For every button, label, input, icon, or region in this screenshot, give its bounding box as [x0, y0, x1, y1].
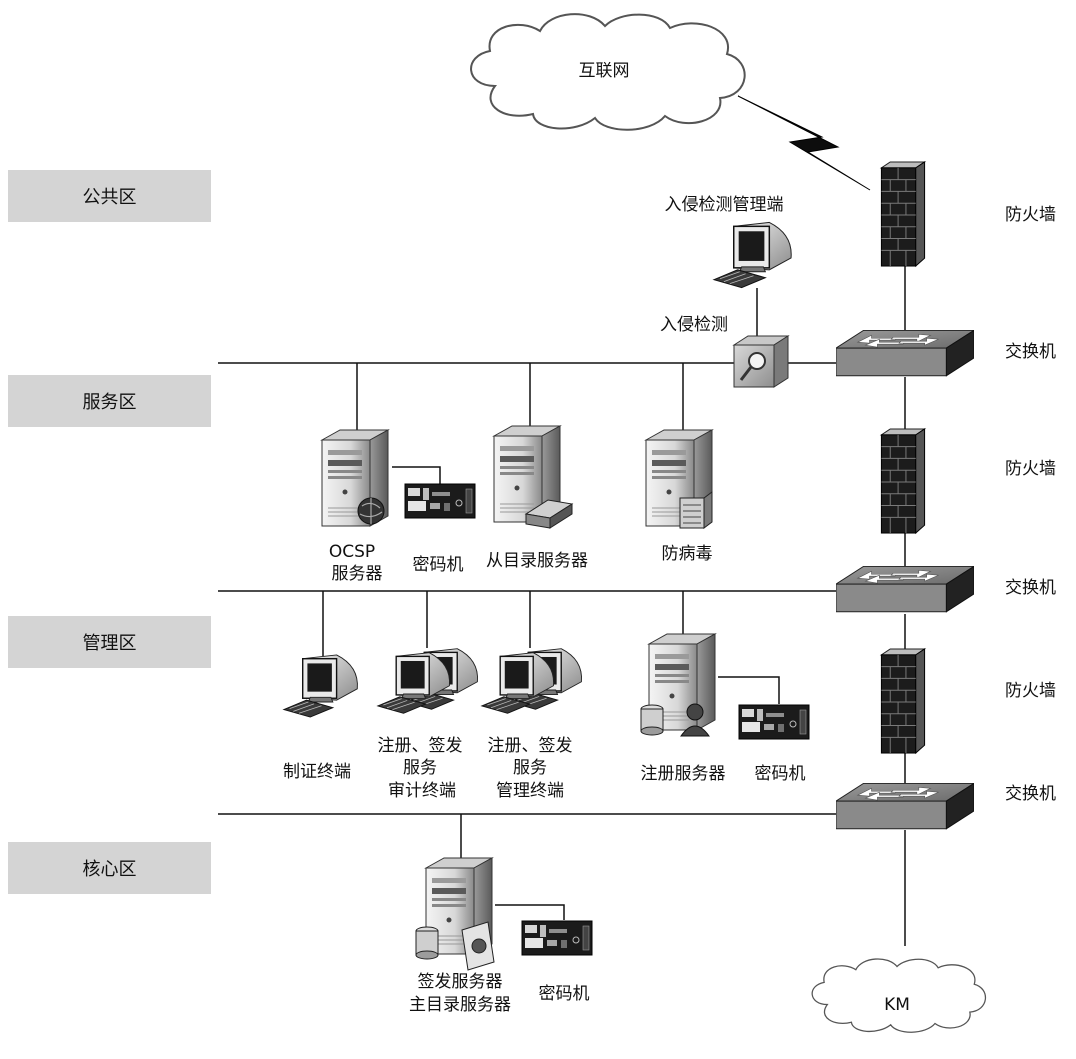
switch-label: 交换机	[1005, 784, 1056, 804]
ids-label: 入侵检测	[660, 315, 728, 335]
zone-public: 公共区	[8, 170, 211, 222]
ra-server-icon	[640, 633, 716, 737]
antivirus-label: 防病毒	[661, 544, 713, 564]
ra-audit-terminal-label: 注册、签发	[377, 736, 463, 756]
ra-admin-terminal-workstation-icon	[481, 647, 583, 715]
switch-icon	[836, 330, 974, 377]
ca-master-directory-server-icon	[415, 857, 495, 971]
ra-admin-terminal-label: 注册、签发	[487, 736, 573, 756]
km-label: KM	[884, 995, 910, 1015]
ra-admin-terminal-label: 管理终端	[496, 781, 564, 801]
cert-terminal-label: 制证终端	[283, 762, 351, 782]
firewall-label: 防火墙	[1005, 459, 1056, 479]
hsm-icon	[738, 704, 810, 740]
ra-admin-terminal-label: 服务	[513, 758, 547, 778]
firewall-icon	[880, 648, 926, 754]
switch-label: 交换机	[1005, 578, 1056, 598]
firewall-icon	[880, 161, 926, 267]
hsm-label: 密码机	[538, 984, 590, 1004]
firewall-label: 防火墙	[1005, 681, 1056, 701]
ids-console-label: 入侵检测管理端	[664, 195, 784, 215]
ra-audit-terminal-workstation-icon	[377, 647, 479, 715]
wan-link-lightning	[737, 95, 871, 191]
internet-label: 互联网	[578, 61, 630, 81]
switch-icon	[836, 566, 974, 613]
ocsp-server-icon	[321, 429, 389, 527]
slave-directory-server-icon	[493, 425, 574, 529]
ids-probe-icon	[732, 335, 790, 388]
zone-core: 核心区	[8, 842, 211, 894]
firewall-label: 防火墙	[1005, 205, 1056, 225]
ocsp-server-label: 服务器	[331, 564, 383, 584]
firewall-icon	[880, 428, 926, 534]
zone-service: 服务区	[8, 375, 211, 427]
ca-server-label: 签发服务器	[417, 972, 503, 992]
cert-terminal-workstation-icon	[283, 654, 359, 718]
switch-label: 交换机	[1005, 342, 1056, 362]
hsm-icon	[521, 920, 593, 956]
switch-icon	[836, 783, 974, 830]
zone-management: 管理区	[8, 616, 211, 668]
antivirus-server-icon	[645, 429, 713, 529]
ra-audit-terminal-label: 审计终端	[388, 781, 456, 801]
ra-audit-terminal-label: 服务	[403, 758, 437, 778]
master-directory-label: 主目录服务器	[409, 995, 511, 1015]
ra-server-label: 注册服务器	[640, 764, 726, 784]
network-links	[218, 264, 906, 946]
slave-directory-label: 从目录服务器	[486, 551, 588, 571]
ids-console-workstation-icon	[713, 221, 792, 289]
ocsp-server-label: OCSP	[328, 542, 376, 562]
hsm-icon	[404, 483, 476, 519]
hsm-label: 密码机	[754, 764, 806, 784]
hsm-label: 密码机	[412, 555, 464, 575]
